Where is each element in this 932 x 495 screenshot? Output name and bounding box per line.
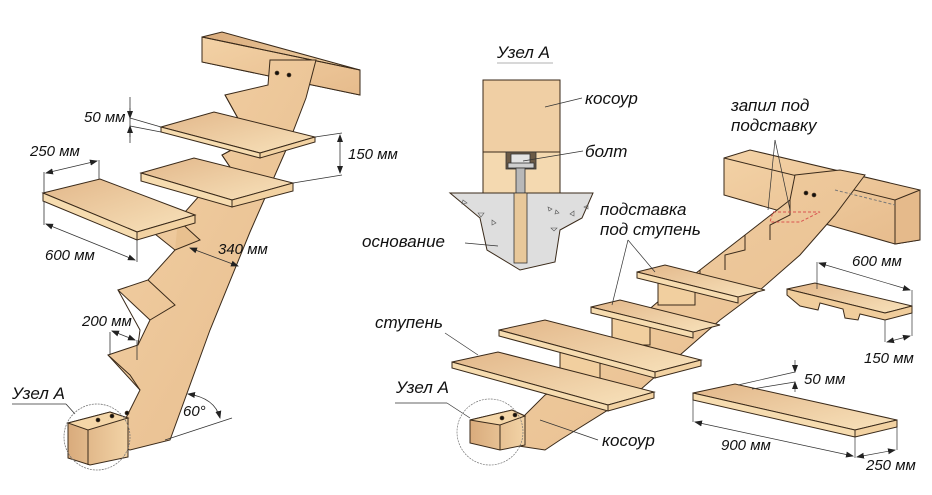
dim-tread-depth-left: 250 мм	[30, 143, 80, 160]
right-bottom-block	[469, 409, 527, 451]
dim-tread-length-left: 600 мм	[45, 247, 95, 264]
label-support: подставка под ступень	[600, 200, 701, 239]
node-a-label-left: Узел А	[12, 384, 65, 403]
detail-title: Узел А	[497, 43, 550, 62]
exploded-support	[786, 282, 913, 321]
tread-middle	[139, 157, 295, 208]
right-tread-4	[636, 264, 766, 304]
detail-label-bolt: болт	[585, 142, 628, 161]
dim-angle: 60°	[183, 403, 206, 420]
right-staircase	[451, 149, 921, 451]
dim-tread-thickness-left: 50 мм	[84, 109, 126, 126]
right-tread-3	[590, 299, 721, 339]
detail-stringer	[482, 79, 561, 153]
detail-label-stringer: косоур	[585, 89, 638, 108]
right-tread-1	[451, 351, 656, 412]
dim-stringer-width: 340 мм	[218, 241, 268, 258]
dim-step-run: 200 мм	[82, 313, 132, 330]
dim-tread-width-right: 250 мм	[866, 457, 916, 474]
right-tread-2	[498, 319, 703, 379]
label-tread: ступень	[375, 313, 443, 332]
node-a-label-right: Узел А	[396, 378, 449, 397]
detail-node-a	[448, 62, 594, 271]
bottom-block	[66, 410, 130, 466]
left-dimensions	[12, 97, 343, 471]
dim-rise: 150 мм	[348, 146, 398, 163]
right-leaders-and-dims	[395, 139, 913, 466]
label-stringer-right: косоур	[602, 431, 655, 450]
bolt-icon	[505, 151, 537, 264]
label-notch: запил под подставку	[731, 96, 817, 135]
detail-leaders	[464, 97, 584, 247]
dim-tread-thickness-right: 50 мм	[804, 371, 846, 388]
detail-label-base: основание	[362, 232, 445, 251]
dim-tread-length-right: 900 мм	[721, 437, 771, 454]
dim-support-width: 150 мм	[864, 350, 914, 367]
tread-upper	[159, 111, 317, 159]
dim-support-length: 600 мм	[852, 253, 902, 270]
